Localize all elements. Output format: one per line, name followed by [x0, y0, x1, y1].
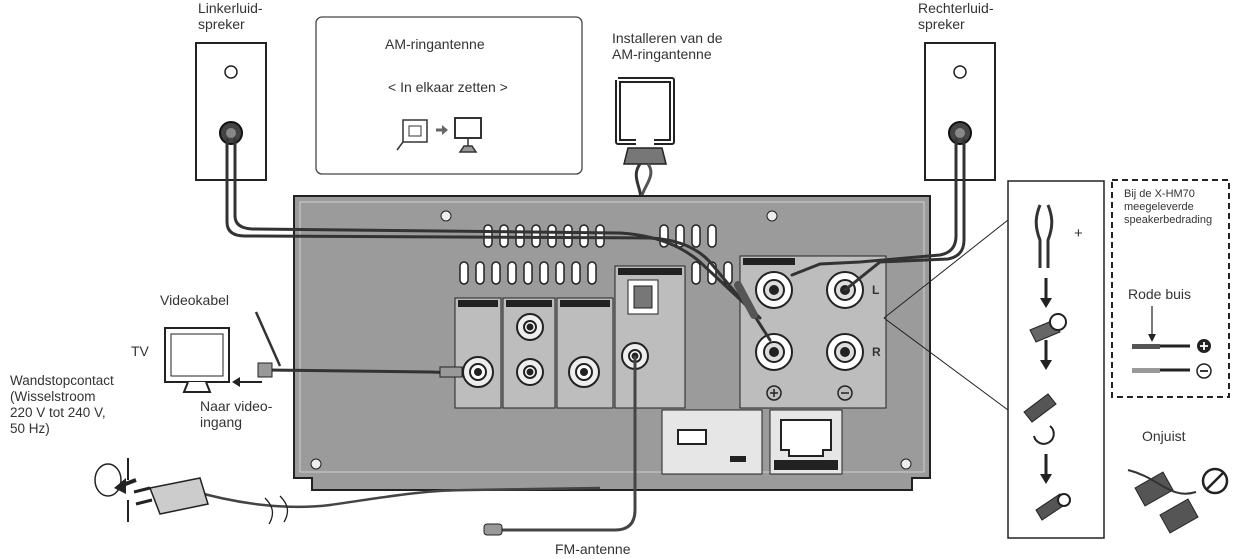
am-assembly-box	[315, 16, 583, 175]
xhm70-note-box	[1111, 179, 1230, 398]
to-video-input-label: Naar video- ingang	[200, 398, 273, 430]
terminal-R-label: R	[872, 345, 881, 359]
fm-antenna-wire	[483, 356, 637, 536]
red-tube-label: Rode buis	[1128, 286, 1192, 302]
incorrect-illustration	[1127, 467, 1229, 534]
right-speaker	[924, 42, 996, 181]
right-speaker-label: Rechterluid- spreker	[918, 0, 994, 32]
fm-antenna-label: FM-antenne	[555, 541, 631, 557]
tv-icon	[164, 327, 230, 393]
video-cable-label: Videokabel	[160, 292, 230, 308]
left-speaker-label: Linkerluid- spreker	[198, 0, 263, 32]
wall-outlet-label: Wandstopcontact (Wisselstroom 220 V tot …	[10, 373, 114, 436]
am-box-title: AM-ringantenne	[385, 36, 485, 52]
terminal-L-label: L	[872, 283, 880, 297]
plus-label: +	[1074, 225, 1083, 242]
video-cable	[232, 311, 463, 387]
am-box-subtitle: < In elkaar zetten >	[388, 79, 508, 95]
speaker-cables	[225, 138, 966, 342]
xhm70-note-label: Bij de X-HM70 meegeleverde speakerbedrad…	[1124, 188, 1213, 226]
tv-label: TV	[131, 343, 149, 359]
connection-steps-panel	[883, 180, 1105, 539]
power-cord	[94, 458, 601, 525]
main-unit-back	[293, 195, 931, 491]
incorrect-label: Onjuist	[1142, 428, 1186, 444]
am-install-label: Installeren van de AM-ringantenne	[612, 30, 723, 62]
left-speaker	[195, 42, 267, 181]
